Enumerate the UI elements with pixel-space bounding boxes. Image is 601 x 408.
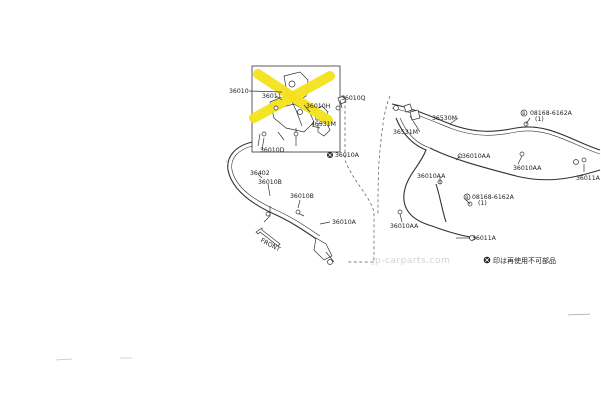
label-36010aa-4: 36010AA	[390, 223, 419, 230]
bolt-marker-top: B 08168-6162A (1)	[520, 109, 573, 123]
watermark: jp-carparts.com	[371, 256, 450, 266]
label-36010h: 36010H	[306, 103, 331, 110]
svg-text:B: B	[522, 111, 525, 117]
part-labels: 36010 36011 36010H 36010Q 46531M 36010D …	[229, 88, 601, 242]
label-36531m: 36531M	[393, 129, 418, 136]
label-36010a-top: 36010A	[335, 152, 360, 159]
front-direction-indicator: FRONT	[255, 227, 281, 253]
label-08168-top: 08168-6162A	[530, 110, 573, 117]
label-36010q: 36010Q	[341, 95, 366, 102]
label-36010: 36010	[229, 88, 249, 95]
label-36010aa-3: 36010AA	[417, 173, 446, 180]
scan-artifacts	[55, 159, 591, 361]
fastener-symbols	[257, 105, 587, 215]
section-boundary	[344, 95, 391, 263]
rear-cables	[391, 103, 601, 241]
label-36402: 36402	[250, 170, 270, 177]
label-36011a-right: 36011A	[576, 175, 601, 182]
bolt-marker-mid: B 08168-6162A (1)	[463, 193, 515, 207]
label-08168-mid: 08168-6162A	[472, 194, 515, 201]
reuse-note: 印は再使用不可部品	[483, 256, 556, 265]
label-36010aa-1: 36010AA	[462, 153, 491, 160]
highlight-cross-mark	[249, 69, 335, 125]
front-cable	[227, 141, 335, 265]
svg-text:B: B	[465, 195, 468, 201]
reuse-note-text: 印は再使用不可部品	[493, 256, 556, 265]
label-36010d: 36010D	[260, 147, 285, 154]
leader-lines	[248, 90, 585, 239]
label-36011a-mid: 36011A	[472, 235, 497, 242]
reuse-prohibited-marker-36010a: 36010A	[327, 152, 360, 159]
label-36010a-low: 36010A	[332, 219, 357, 226]
label-36010aa-2: 36010AA	[513, 165, 542, 172]
label-36011: 36011	[262, 93, 282, 100]
label-46531m: 46531M	[311, 121, 336, 128]
label-08168-top-qty: (1)	[535, 116, 544, 123]
label-08168-mid-qty: (1)	[478, 200, 487, 207]
label-36530m: 36530M	[432, 115, 457, 122]
label-36010b-b: 36010B	[290, 193, 314, 200]
label-36010b-a: 36010B	[258, 179, 282, 186]
